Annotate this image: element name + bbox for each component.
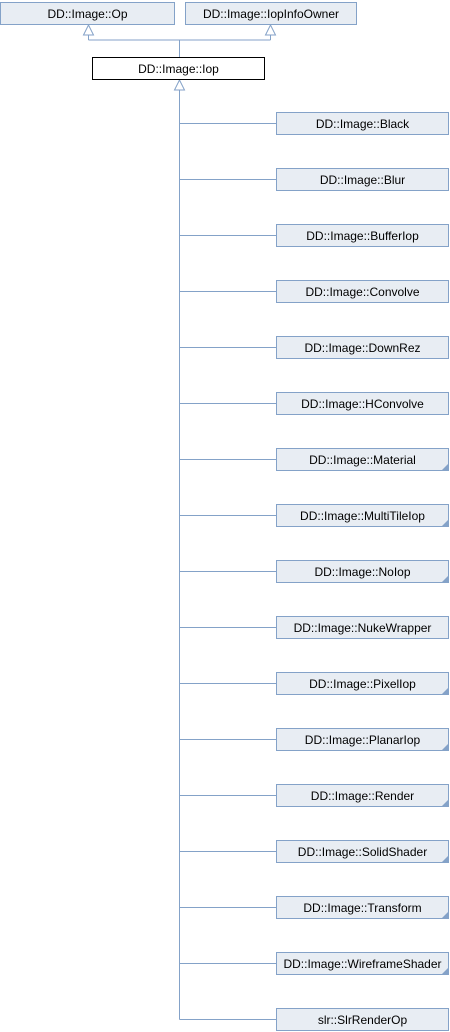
node-op[interactable]: DD::Image::Op [0,2,175,25]
node-nukewrapper[interactable]: DD::Image::NukeWrapper [276,616,449,639]
node-solidshader[interactable]: DD::Image::SolidShader [276,840,449,863]
arrowhead-iop [173,78,186,91]
node-label: DD::Image::DownRez [304,340,421,355]
node-convolve[interactable]: DD::Image::Convolve [276,280,449,303]
node-pixeliop[interactable]: DD::Image::PixelIop [276,672,449,695]
node-label: DD::Image::PlanarIop [304,732,421,747]
node-material[interactable]: DD::Image::Material [276,448,449,471]
node-label: DD::Image::Render [310,788,415,803]
more-subclasses-marker [442,856,448,862]
node-label: DD::Image::PixelIop [309,676,416,691]
node-slrrenderop[interactable]: slr::SlrRenderOp [276,1008,449,1031]
more-subclasses-marker [442,968,448,974]
more-subclasses-marker [442,912,448,918]
arrowhead-iopinfoowner [264,23,277,36]
node-label: DD::Image::MultiTileIop [300,508,425,523]
arrowhead-op [82,23,95,36]
node-label: DD::Image::NoIop [314,564,411,579]
node-label: DD::Image::NukeWrapper [293,620,432,635]
node-blur[interactable]: DD::Image::Blur [276,168,449,191]
node-label: DD::Image::Transform [303,900,422,915]
node-iopinfoowner[interactable]: DD::Image::IopInfoOwner [185,2,357,25]
node-noiop[interactable]: DD::Image::NoIop [276,560,449,583]
node-label: DD::Image::Material [309,452,416,467]
node-planariop[interactable]: DD::Image::PlanarIop [276,728,449,751]
node-label: DD::Image::Convolve [305,284,420,299]
node-multitileiop[interactable]: DD::Image::MultiTileIop [276,504,449,527]
node-transform[interactable]: DD::Image::Transform [276,896,449,919]
node-label: DD::Image::HConvolve [301,396,424,411]
node-hconvolve[interactable]: DD::Image::HConvolve [276,392,449,415]
node-label: DD::Image::IopInfoOwner [202,6,340,21]
node-label: DD::Image::BufferIop [306,228,419,243]
more-subclasses-marker [442,520,448,526]
node-label: DD::Image::SolidShader [297,844,428,859]
node-label: DD::Image::Blur [319,172,406,187]
more-subclasses-marker [442,464,448,470]
more-subclasses-marker [442,800,448,806]
node-wireframeshader[interactable]: DD::Image::WireframeShader [276,952,449,975]
node-label: slr::SlrRenderOp [317,1012,408,1027]
node-label: DD::Image::WireframeShader [283,956,442,971]
node-label: DD::Image::Black [315,116,410,131]
node-label: DD::Image::Iop [138,61,219,76]
more-subclasses-marker [442,744,448,750]
node-black[interactable]: DD::Image::Black [276,112,449,135]
node-label: DD::Image::Op [47,6,128,21]
node-bufferiop[interactable]: DD::Image::BufferIop [276,224,449,247]
more-subclasses-marker [442,576,448,582]
node-downrez[interactable]: DD::Image::DownRez [276,336,449,359]
node-iop-current: DD::Image::Iop [92,57,265,80]
more-subclasses-marker [442,688,448,694]
node-render[interactable]: DD::Image::Render [276,784,449,807]
